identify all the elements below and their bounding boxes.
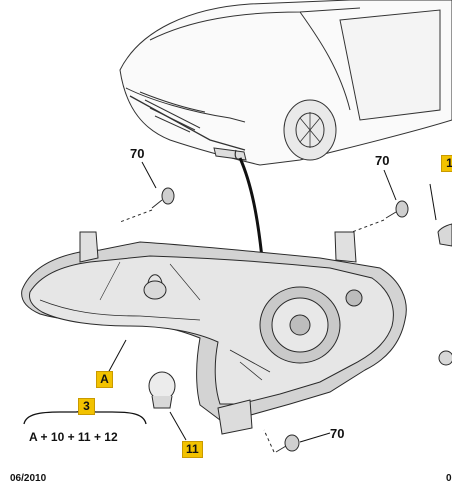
- screw-top-right: [351, 200, 409, 233]
- tag-11: 11: [182, 441, 203, 458]
- tag-3: 3: [78, 398, 95, 415]
- callout-70-top-right: 70: [375, 153, 390, 168]
- bulb-11: [148, 371, 176, 409]
- footer-edge-text: 0: [446, 473, 452, 484]
- car-illustration: [119, 0, 452, 166]
- callout-70-bottom: 70: [330, 426, 345, 441]
- screw-bottom: [263, 429, 300, 453]
- tag-1-edge: 1: [441, 155, 452, 172]
- leader-line: [238, 157, 264, 259]
- kit-formula: A + 10 + 11 + 12: [29, 430, 118, 444]
- edge-part-right: [437, 223, 452, 366]
- fog-lamp-assembly: [21, 231, 407, 435]
- footer-date: 06/2010: [10, 473, 47, 484]
- screw-top-left: [119, 187, 175, 223]
- tag-a: A: [96, 371, 113, 388]
- callout-leaders: [107, 161, 437, 443]
- callout-70-top-left: 70: [130, 146, 145, 161]
